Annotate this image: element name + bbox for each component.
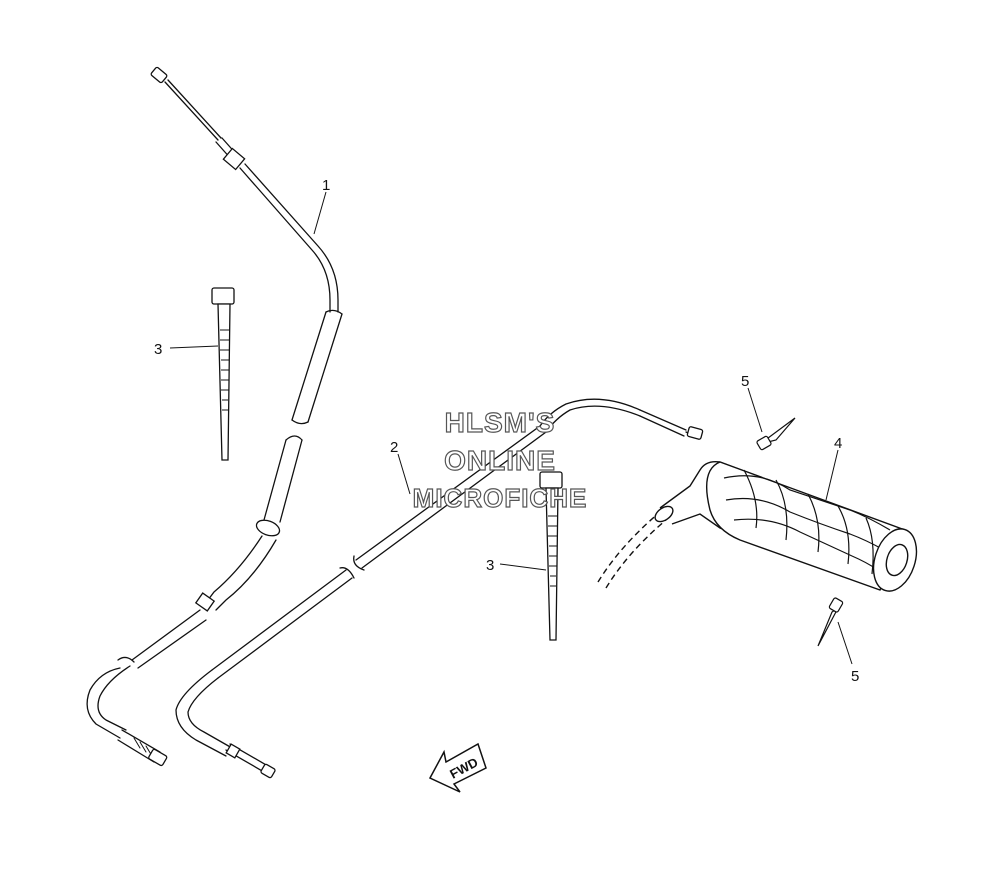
rivet-lower <box>817 597 844 647</box>
watermark-line-3: MICROFICHE <box>413 483 588 513</box>
callout-2: 2 <box>390 439 398 456</box>
callout-4: 4 <box>834 435 842 452</box>
callout-1: 1 <box>322 177 330 194</box>
grip <box>597 460 918 592</box>
callout-3-left: 3 <box>154 341 162 358</box>
watermark-line-1: HLSM'S <box>445 407 556 438</box>
watermark-line-2: ONLINE <box>444 445 556 476</box>
callout-5-upper: 5 <box>741 373 749 390</box>
cable-2 <box>175 398 704 779</box>
fwd-arrow-icon: FWD <box>428 742 487 793</box>
rivet-upper <box>756 417 796 451</box>
callout-5-lower: 5 <box>851 668 859 685</box>
cable-tie-center <box>539 471 563 641</box>
cable-1 <box>86 66 343 767</box>
cable-tie-left <box>211 287 235 461</box>
callout-3-center: 3 <box>486 557 494 574</box>
leader-lines <box>169 191 853 665</box>
